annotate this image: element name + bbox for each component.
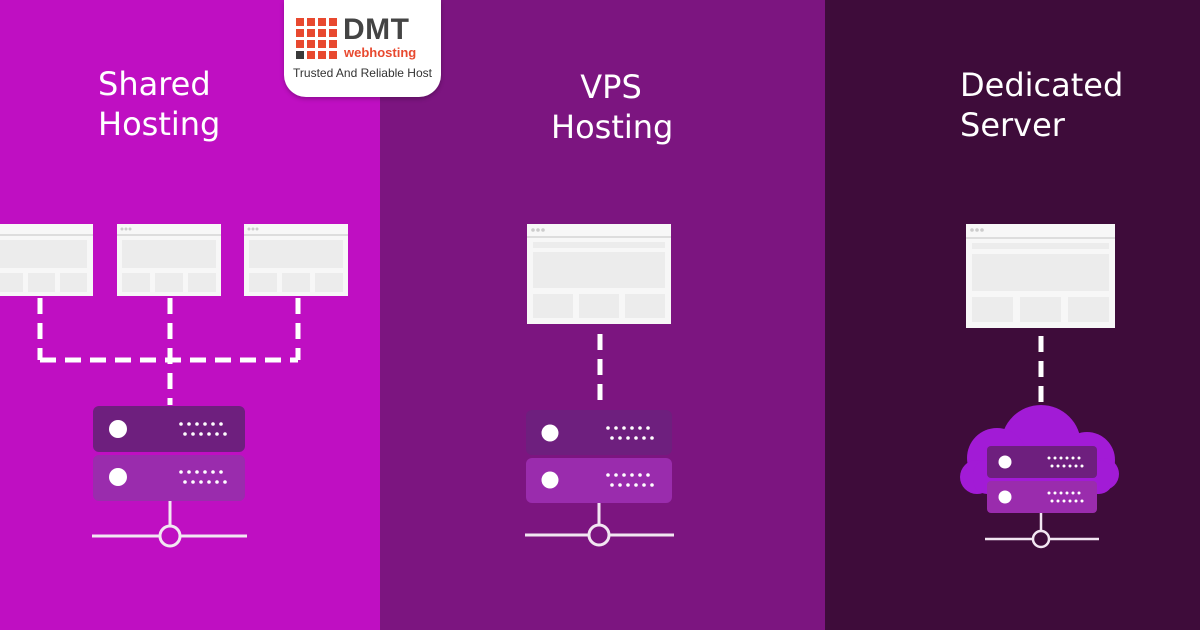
server-icon xyxy=(93,406,245,501)
vps-hosting-diagram xyxy=(525,224,674,547)
dedicated-server-title-line2: Server xyxy=(960,106,1065,144)
dedicated-server-diagram xyxy=(960,224,1119,549)
dedicated-server-title: Dedicated Server xyxy=(960,65,1123,145)
shared-hosting-panel: Shared Hosting xyxy=(0,0,380,630)
dedicated-server-panel: Dedicated Server xyxy=(825,0,1200,630)
vps-hosting-title-line2: Hosting xyxy=(551,108,674,146)
website-window-icon xyxy=(117,224,221,296)
logo-tagline: Trusted And Reliable Host xyxy=(293,66,432,80)
logo-grid-icon xyxy=(296,18,337,59)
shared-hosting-diagram xyxy=(0,224,348,548)
network-node-icon xyxy=(525,503,674,547)
logo-subbrand: webhosting xyxy=(344,45,417,60)
dedicated-server-title-line1: Dedicated xyxy=(960,66,1124,104)
website-window-icon xyxy=(527,224,671,324)
server-icon xyxy=(987,446,1097,513)
network-node-icon xyxy=(985,513,1099,549)
logo-brand: DMT xyxy=(343,13,410,46)
shared-hosting-title-line1: Shared xyxy=(98,65,211,103)
website-window-icon xyxy=(0,224,93,296)
vps-hosting-title: VPS Hosting xyxy=(551,67,674,147)
website-window-icon xyxy=(966,224,1115,328)
dmt-webhosting-logo[interactable]: DMT webhosting Trusted And Reliable Host xyxy=(284,0,441,97)
vps-hosting-panel: VPS Hosting xyxy=(380,0,825,630)
website-window-icon xyxy=(244,224,348,296)
shared-hosting-title: Shared Hosting xyxy=(98,64,220,144)
network-node-icon xyxy=(92,501,247,548)
vps-hosting-title-line1: VPS xyxy=(580,68,642,106)
server-icon xyxy=(526,410,672,503)
shared-hosting-title-line2: Hosting xyxy=(98,105,221,143)
dashed-connector xyxy=(37,298,301,405)
